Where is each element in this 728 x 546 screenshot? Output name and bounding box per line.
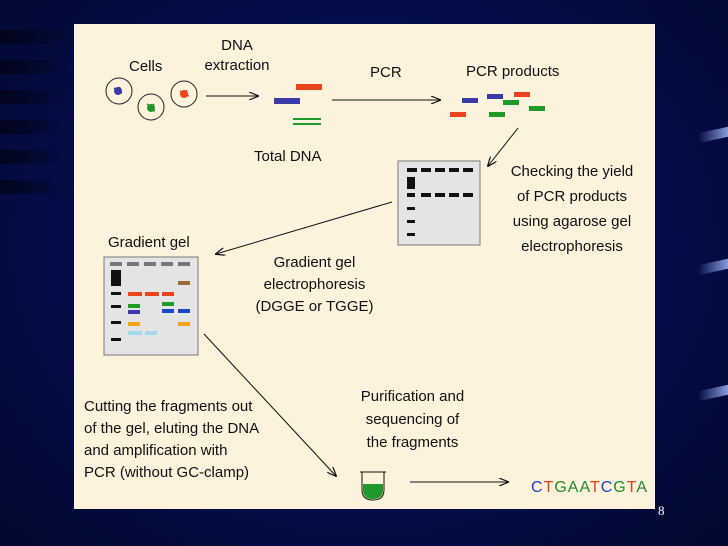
total-dna-band-red <box>296 84 322 90</box>
background-stripe <box>0 60 70 74</box>
cell-1 <box>105 77 133 105</box>
background-stripe <box>0 30 70 44</box>
sample-tube <box>360 471 386 501</box>
cell-3 <box>170 80 198 108</box>
label-total-dna: Total DNA <box>254 148 322 165</box>
pcr-band <box>487 94 503 99</box>
arrow-to-agarose <box>488 127 519 166</box>
page-number: 8 <box>658 503 665 518</box>
cell-2 <box>137 93 165 121</box>
diagram-panel: Cells DNA extraction PCR PCR products To… <box>74 24 655 509</box>
sequence-base: C <box>531 479 544 496</box>
total-dna-band-green <box>293 123 321 125</box>
total-dna-band-green <box>293 118 321 120</box>
arrow-to-tube <box>203 333 336 476</box>
pcr-band <box>514 92 530 97</box>
label-gradient-gel: Gradient gel <box>108 234 190 251</box>
background-accent <box>698 126 728 144</box>
pcr-band <box>462 98 478 103</box>
label-dna-extraction: DNA extraction <box>204 37 270 74</box>
arrow-to-gradient <box>216 201 393 254</box>
background-stripe <box>0 90 70 104</box>
sequence-base: A <box>636 479 649 496</box>
background-accent <box>698 258 728 276</box>
label-pcr-products: PCR products <box>466 63 560 80</box>
background-stripe <box>0 150 70 164</box>
background-accent <box>698 384 728 402</box>
background-stripe <box>0 120 70 134</box>
sequence-base: T <box>589 479 601 496</box>
total-dna-band-blue <box>274 98 300 104</box>
background-stripe <box>0 180 70 194</box>
diagram-graphics <box>103 77 545 501</box>
sequence-base: A <box>579 479 590 496</box>
label-gradient-electrophoresis: Gradient gel electrophoresis (DGGE or TG… <box>255 254 374 315</box>
sequence-base: T <box>543 479 555 496</box>
pcr-band <box>489 112 505 117</box>
label-cells: Cells <box>129 58 163 75</box>
pcr-band <box>529 106 545 111</box>
label-purification: Purification and sequencing of the fragm… <box>360 388 465 451</box>
sequence-base: C <box>600 479 614 496</box>
dna-sequence: CTGAATCGTA <box>531 479 648 497</box>
pcr-band <box>450 112 466 117</box>
pcr-band <box>503 100 519 105</box>
sequence-base: G <box>554 479 568 496</box>
label-cutting: Cutting the fragments out of the gel, el… <box>84 398 260 481</box>
gradient-gel <box>103 256 199 356</box>
sequence-base: T <box>626 479 637 496</box>
label-checking-yield: Checking the yield of PCR products using… <box>510 163 634 255</box>
sequence-base: G <box>613 479 627 496</box>
agarose-gel <box>397 160 481 246</box>
label-pcr: PCR <box>370 64 402 81</box>
sequence-base: A <box>567 479 580 496</box>
